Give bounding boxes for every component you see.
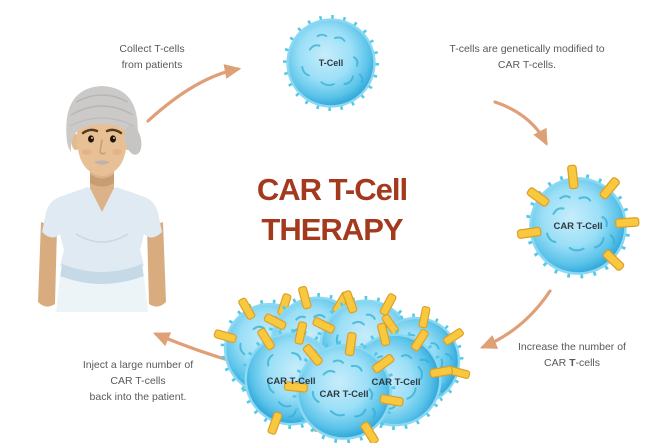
step-inject-line3: back into the patient. xyxy=(89,391,187,403)
step-modify-label: T-cells are genetically modified to CAR … xyxy=(427,41,627,73)
step-increase-line2-bold: T xyxy=(569,357,576,369)
patient-skirt xyxy=(56,276,148,312)
title-line1: CAR T-Cell xyxy=(256,172,408,207)
step-increase-label: Increase the number of CAR T-cells xyxy=(492,339,652,371)
patient-shirt xyxy=(42,187,162,273)
cluster-cell-label: CAR T-Cell xyxy=(266,376,315,387)
t-cell-label: T-Cell xyxy=(319,58,344,68)
step-inject-label: Inject a large number of CAR T-cells bac… xyxy=(58,357,218,405)
step-inject-line1: Inject a large number of xyxy=(82,359,194,371)
t-cell: T-Cell xyxy=(286,18,376,108)
step-collect-line1: Collect T-cells xyxy=(119,43,185,55)
step-collect-label: Collect T-cells from patients xyxy=(82,41,222,73)
arrow-collect xyxy=(146,64,242,123)
patient-figure xyxy=(38,86,166,312)
step-increase-line2-post: -cells xyxy=(575,357,601,369)
patient-left-arm xyxy=(38,222,57,307)
step-inject-line2: CAR T-cells xyxy=(110,375,166,387)
car-t-cell-label: CAR T-Cell xyxy=(553,221,602,232)
page-title: CAR T-Cell THERAPY xyxy=(232,170,432,250)
step-increase-line1: Increase the number of xyxy=(518,341,626,353)
patient-right-arm xyxy=(147,222,166,307)
car-t-cell-cluster: CAR T-Cell CAR T-Cell CAR T-Cell CAR T-C… xyxy=(201,268,487,443)
cluster-cell-label: CAR T-Cell xyxy=(371,377,420,388)
step-increase-line2-pre: CAR xyxy=(543,357,570,369)
arrow-modify xyxy=(493,100,548,146)
patient-waistband xyxy=(60,264,144,286)
car-t-cell: CAR T-Cell xyxy=(511,159,644,281)
step-collect-line2: from patients xyxy=(121,59,183,71)
cluster-cell-label: CAR T-Cell xyxy=(319,389,368,400)
patient-turban xyxy=(66,86,142,155)
step-modify-line2: CAR T-cells. xyxy=(497,59,557,71)
arrow-increase xyxy=(479,289,552,349)
title-line2: THERAPY xyxy=(261,212,403,247)
step-modify-line1: T-cells are genetically modified to xyxy=(449,43,605,55)
